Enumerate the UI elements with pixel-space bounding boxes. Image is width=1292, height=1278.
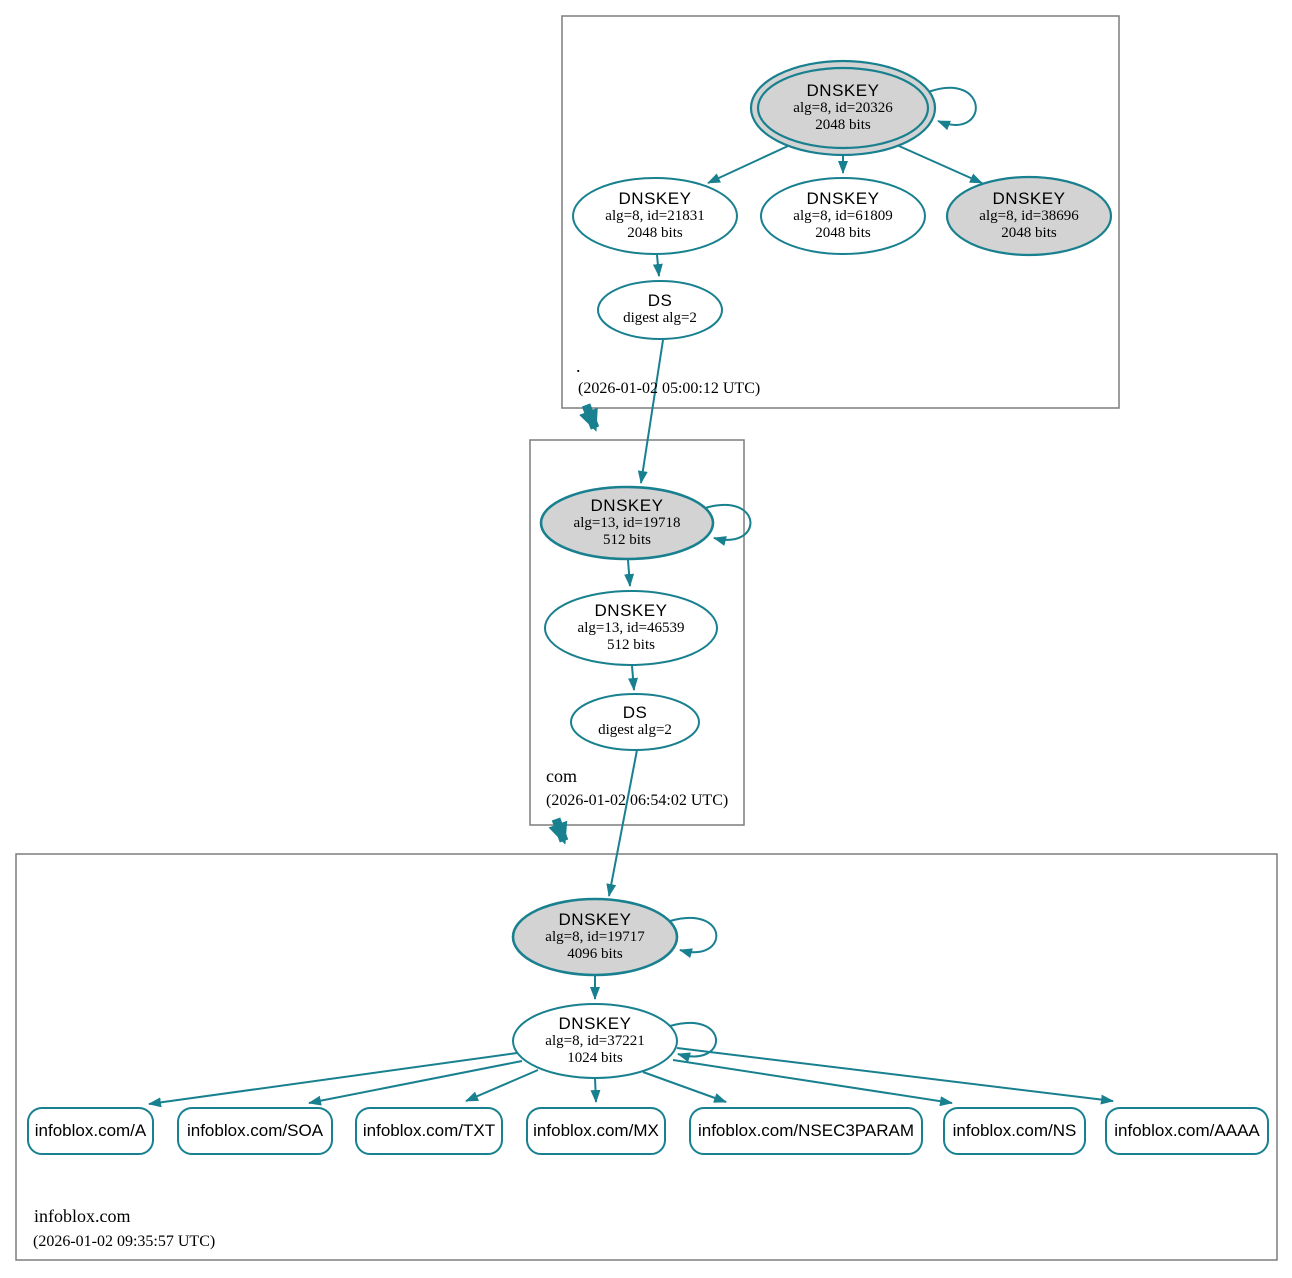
zone-box-infoblox-com bbox=[15, 853, 1278, 1261]
edge-37221-to-txt bbox=[465, 1069, 539, 1102]
zone-label-com: com bbox=[546, 766, 577, 786]
edge-21831-to-root-ds bbox=[652, 254, 663, 277]
edge-46539-to-com-ds bbox=[628, 665, 638, 691]
zone-label-infoblox-com: infoblox.com bbox=[34, 1206, 131, 1226]
dnskey-node-21831 bbox=[572, 177, 738, 255]
zone-label-root: . bbox=[576, 356, 581, 376]
edge-37221-to-nsec3param bbox=[642, 1071, 727, 1103]
edge-root-ds-to-com-ksk bbox=[637, 339, 664, 484]
zone-box-root bbox=[561, 15, 1120, 409]
edge-20326-to-38696 bbox=[898, 145, 983, 184]
ds-node-root bbox=[597, 280, 723, 340]
dnskey-node-46539 bbox=[544, 590, 718, 666]
rrset-node-infoblox-com-aaaa bbox=[1105, 1107, 1269, 1155]
rrset-node-infoblox-com-ns bbox=[943, 1107, 1086, 1155]
dnskey-node-38696 bbox=[945, 175, 1113, 257]
dnskey-node-37221 bbox=[512, 1003, 678, 1079]
dnskey-node-19717 bbox=[511, 897, 679, 977]
edge-20326-to-21831 bbox=[707, 145, 789, 184]
self-loop-infoblox-ksk bbox=[669, 916, 718, 959]
zone-timestamp-infoblox-com: (2026-01-02 09:35:57 UTC) bbox=[33, 1233, 216, 1250]
edge-37221-to-aaaa bbox=[676, 1047, 1114, 1105]
edge-37221-to-a bbox=[148, 1052, 518, 1108]
edge-com-ds-to-infoblox-ksk bbox=[606, 749, 638, 897]
zone-timestamp-root: (2026-01-02 05:00:12 UTC) bbox=[578, 380, 761, 397]
dnskey-node-61809 bbox=[760, 177, 926, 255]
ds-node-com bbox=[570, 693, 700, 751]
delegation-arrow-com-to-infoblox bbox=[548, 817, 569, 845]
self-loop-infoblox-zsk bbox=[669, 1021, 717, 1063]
dnskey-node-20326-inner-ring bbox=[756, 66, 930, 150]
dnskey-node-19718 bbox=[539, 485, 715, 561]
edge-19718-to-46539 bbox=[624, 559, 635, 587]
self-loop-com-ksk bbox=[704, 503, 752, 546]
self-loop-root-ksk bbox=[927, 86, 977, 131]
zone-timestamp-com: (2026-01-02 06:54:02 UTC) bbox=[546, 792, 729, 809]
dnskey-node-20326 bbox=[749, 59, 937, 157]
rrset-node-infoblox-com-a bbox=[27, 1107, 154, 1155]
edge-37221-to-soa bbox=[308, 1060, 523, 1106]
edge-37221-to-mx bbox=[590, 1077, 601, 1103]
zone-box-com bbox=[529, 439, 745, 826]
rrset-node-infoblox-com-txt bbox=[355, 1107, 503, 1155]
rrset-node-infoblox-com-mx bbox=[526, 1107, 666, 1155]
rrset-node-infoblox-com-nsec3param bbox=[689, 1107, 923, 1155]
rrset-node-infoblox-com-soa bbox=[177, 1107, 333, 1155]
edge-37221-to-ns bbox=[672, 1059, 953, 1107]
delegation-arrow-root-to-com bbox=[579, 403, 600, 432]
